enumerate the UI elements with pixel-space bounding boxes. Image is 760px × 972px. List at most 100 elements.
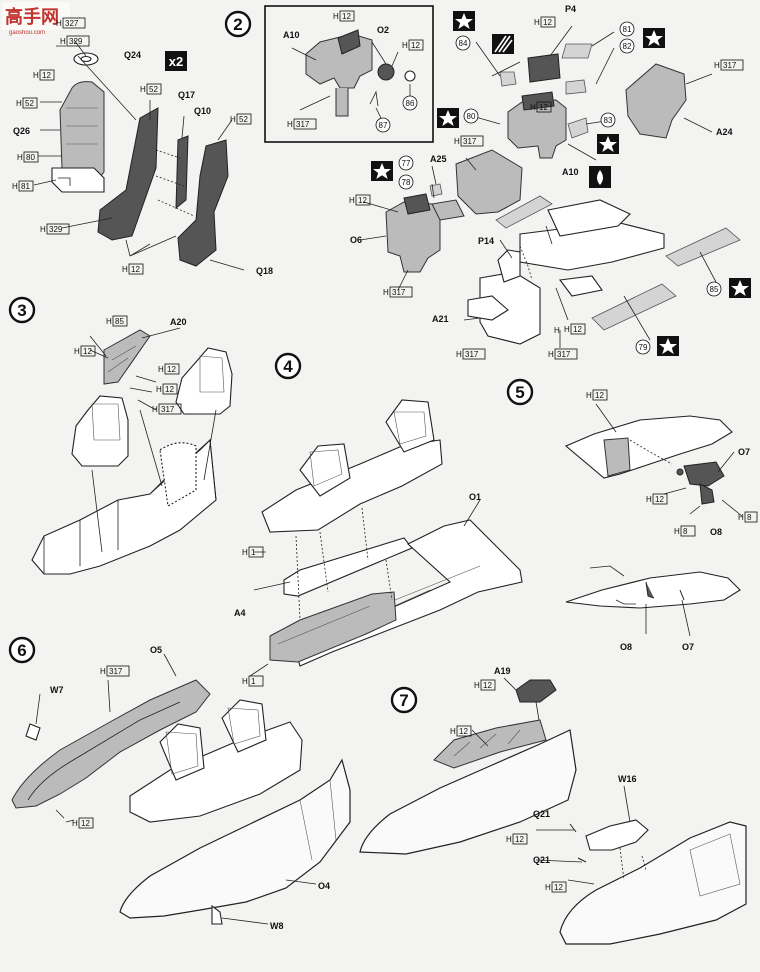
svg-text:H: H [554, 326, 560, 335]
star-icon [729, 278, 751, 298]
h-code: 1 [251, 677, 256, 686]
decal-number: 77 [402, 159, 411, 168]
h-code: 12 [483, 681, 492, 690]
label-o6: O6 [350, 235, 362, 245]
step-2-marker [224, 10, 252, 38]
decal-number: 80 [467, 112, 476, 121]
star-icon [453, 11, 475, 31]
svg-text:H: H [738, 513, 744, 522]
label-a21: A21 [432, 314, 449, 324]
label-o4: O4 [318, 881, 330, 891]
step-3-cockpit: 3 [8, 296, 233, 575]
h-code: 317 [465, 350, 479, 359]
svg-text:H: H [158, 365, 164, 374]
svg-text:H: H [530, 103, 536, 112]
h-code: 317 [296, 120, 310, 129]
label-o8: O8 [710, 527, 722, 537]
paint-stripe-icon [492, 34, 514, 54]
svg-text:H: H [60, 37, 66, 46]
svg-text:H: H [714, 61, 720, 70]
h-code: 327 [65, 19, 79, 28]
decal-number: 78 [402, 178, 411, 187]
decal-number: 82 [623, 42, 632, 51]
h-code: 12 [543, 18, 552, 27]
svg-text:H: H [545, 883, 551, 892]
h-code: 12 [81, 819, 90, 828]
label-q26: Q26 [13, 126, 30, 136]
decal-number: 81 [623, 25, 632, 34]
svg-text:H: H [474, 681, 480, 690]
inset-frame [264, 5, 434, 143]
step-6-number: 6 [17, 641, 26, 660]
h-code: 80 [26, 153, 35, 162]
inset-box-a10 [264, 5, 434, 143]
label-a4: A4 [234, 608, 246, 618]
svg-text:H: H [242, 677, 248, 686]
h-code: 12 [595, 391, 604, 400]
h-code: 1 [251, 548, 256, 557]
svg-text:H: H [646, 495, 652, 504]
cement-drop-icon [589, 166, 611, 188]
h-code: 317 [723, 61, 737, 70]
step-7-number: 7 [399, 691, 408, 710]
svg-text:H: H [402, 41, 408, 50]
svg-text:H: H [230, 115, 236, 124]
svg-text:H: H [456, 350, 462, 359]
svg-text:H: H [16, 99, 22, 108]
svg-text:H: H [242, 548, 248, 557]
svg-text:H: H [349, 196, 355, 205]
svg-text:H: H [674, 527, 680, 536]
label-q21b: Q21 [533, 855, 550, 865]
decal-number: 87 [379, 121, 388, 130]
h-code: 12 [165, 385, 174, 394]
step-4-marker [274, 352, 302, 380]
star-icon [437, 108, 459, 128]
h-code: 81 [21, 182, 30, 191]
h-code: 12 [573, 325, 582, 334]
label-o7b: O7 [682, 642, 694, 652]
h-code: 12 [42, 71, 51, 80]
step-3-marker [8, 296, 36, 324]
cockpit-tub-assembly [359, 11, 751, 356]
svg-text:H: H [586, 391, 592, 400]
h-code: 12 [131, 265, 140, 274]
h-code: 317 [161, 405, 175, 414]
star-icon [597, 134, 619, 154]
svg-text:H: H [40, 225, 46, 234]
label-o7: O7 [738, 447, 750, 457]
svg-text:H: H [564, 325, 570, 334]
h-code: 52 [149, 85, 158, 94]
step-7-canopy-fit: 7 [359, 677, 747, 945]
label-q24: Q24 [124, 50, 141, 60]
h-code: 8 [747, 513, 752, 522]
watermark-logo: 高手网 gaoshou.com [2, 2, 70, 36]
star-icon [371, 161, 393, 181]
label-p14: P14 [478, 236, 494, 246]
h-code: 329 [69, 37, 83, 46]
svg-text:H: H [122, 265, 128, 274]
h-code: 12 [358, 196, 367, 205]
step-4-cockpit-floor: 4 [249, 352, 523, 677]
h-code: 12 [539, 103, 548, 112]
svg-text:H: H [33, 71, 39, 80]
h-code: 317 [557, 350, 571, 359]
h-code: 12 [655, 495, 664, 504]
h-code: 12 [554, 883, 563, 892]
label-q18: Q18 [256, 266, 273, 276]
svg-text:H: H [454, 137, 460, 146]
svg-text:H: H [72, 819, 78, 828]
svg-text:H: H [506, 835, 512, 844]
svg-text:H: H [12, 182, 18, 191]
h-code: 52 [25, 99, 34, 108]
star-icon [643, 28, 665, 48]
part-labels: Q24 Q26 Q17 Q10 Q18 A10 O2 P4 A24 A10 A2… [13, 4, 750, 931]
label-p4: P4 [565, 4, 576, 14]
label-q17: Q17 [178, 90, 195, 100]
decal-callouts: 81 82 83 84 85 86 87 80 77 78 79 [375, 21, 722, 355]
watermark-text: 高手网 [5, 6, 59, 27]
label-a10: A10 [283, 30, 300, 40]
h-code: 12 [167, 365, 176, 374]
svg-text:H: H [383, 288, 389, 297]
label-w16: W16 [618, 774, 637, 784]
